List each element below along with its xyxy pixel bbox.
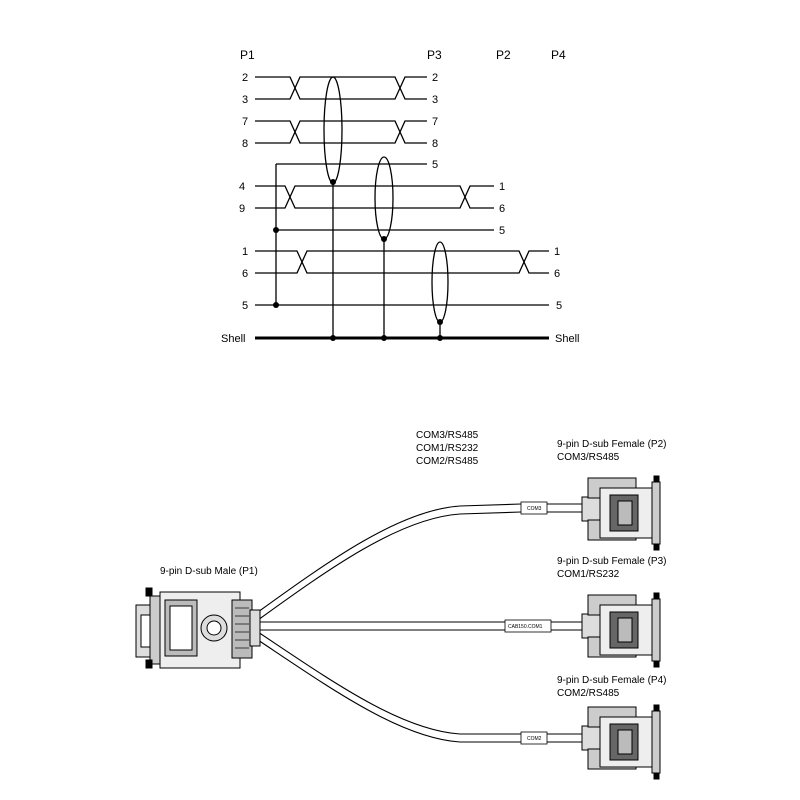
p3-pin-label: 5 — [432, 159, 438, 171]
p2-pin-label: 6 — [499, 203, 505, 215]
p1-title: 9-pin D-sub Male (P1) — [160, 566, 258, 577]
wiring-schematic: P1 P3 P2 P4 2 3 7 8 4 9 1 6 5 2 3 7 8 5 … — [221, 48, 579, 345]
cable-tag-com3: COM3 — [520, 501, 548, 515]
shell-label-left: Shell — [221, 333, 245, 345]
p4-subtitle: COM2/RS485 — [557, 688, 620, 699]
header-p3: P3 — [427, 48, 442, 62]
p2-title: 9-pin D-sub Female (P2) — [557, 439, 667, 450]
p1-pin-label: 8 — [242, 138, 248, 150]
p1-pin-label: 6 — [242, 268, 248, 280]
cable-branch-com3 — [257, 503, 522, 621]
connector-p2-female — [581, 475, 661, 551]
cable-tag-com2-text: COM2 — [527, 736, 542, 742]
cable-tag-com2: COM2 — [520, 731, 548, 745]
junction-dot — [437, 335, 443, 341]
p3-pin-label: 3 — [432, 94, 438, 106]
wire-pair-p1-p4-1-6 — [255, 250, 549, 274]
cable-tag-com1: CAB150.COM1 — [504, 619, 552, 633]
p2-caption: 9-pin D-sub Female (P2) COM3/RS485 — [557, 438, 666, 464]
cable-tag-com3-text: COM3 — [527, 506, 542, 512]
p1-pin-label: 1 — [242, 246, 248, 258]
p1-caption: 9-pin D-sub Male (P1) — [160, 565, 258, 578]
p1-pin-label: 9 — [239, 203, 245, 215]
group-labels: COM3/RS485 COM1/RS232 COM2/RS485 — [416, 429, 478, 468]
p1-pin-label: 5 — [242, 300, 248, 312]
junction-dot — [381, 335, 387, 341]
p3-subtitle: COM1/RS232 — [557, 569, 620, 580]
shield-ellipse-p2 — [374, 156, 394, 240]
connector-p3-female — [581, 592, 661, 668]
shell-label-right: Shell — [555, 333, 579, 345]
p1-pin-label: 7 — [242, 116, 248, 128]
connector-p1-male — [135, 587, 261, 669]
p1-pin-label: 4 — [239, 181, 245, 193]
group-label: COM1/RS232 — [416, 443, 479, 454]
header-p4: P4 — [551, 48, 566, 62]
cable-branch-com2 — [257, 631, 521, 743]
p2-pin-label: 1 — [499, 181, 505, 193]
p4-title: 9-pin D-sub Female (P4) — [557, 675, 667, 686]
shield-ellipse-p3 — [323, 76, 343, 184]
p1-pin-label: 2 — [242, 72, 248, 84]
shield-ellipse-p4 — [431, 241, 449, 323]
cable-branch-com1 — [258, 621, 505, 631]
p3-pin-label: 2 — [432, 72, 438, 84]
p4-pin-label: 5 — [556, 300, 562, 312]
p4-caption: 9-pin D-sub Female (P4) COM2/RS485 — [557, 674, 666, 700]
wire-pair-p1-p3-2-3 — [255, 76, 427, 100]
junction-dot — [437, 319, 443, 325]
p3-caption: 9-pin D-sub Female (P3) COM1/RS232 — [557, 555, 666, 581]
group-label: COM3/RS485 — [416, 430, 479, 441]
p2-pin-label: 5 — [499, 225, 505, 237]
junction-dot — [330, 179, 336, 185]
p3-title: 9-pin D-sub Female (P3) — [557, 556, 667, 567]
p1-pin-label: 3 — [242, 94, 248, 106]
junction-dot — [381, 236, 387, 242]
p2-subtitle: COM3/RS485 — [557, 452, 620, 463]
junction-dot — [273, 302, 279, 308]
junction-dot — [330, 335, 336, 341]
p4-pin-label: 6 — [554, 268, 560, 280]
header-p1: P1 — [240, 48, 255, 62]
cable-drawing: COM3 CAB150.COM1 COM2 — [135, 475, 661, 780]
p3-pin-label: 8 — [432, 138, 438, 150]
p4-pin-label: 1 — [554, 246, 560, 258]
wire-pair-p1-p2-4-9 — [255, 185, 494, 209]
header-p2: P2 — [496, 48, 511, 62]
connector-p4-female — [581, 704, 661, 780]
group-label: COM2/RS485 — [416, 456, 479, 467]
p3-pin-label: 7 — [432, 116, 438, 128]
cable-tag-com1-text: CAB150.COM1 — [508, 624, 543, 630]
junction-dot — [273, 227, 279, 233]
wire-pair-p1-p3-7-8 — [255, 120, 427, 144]
